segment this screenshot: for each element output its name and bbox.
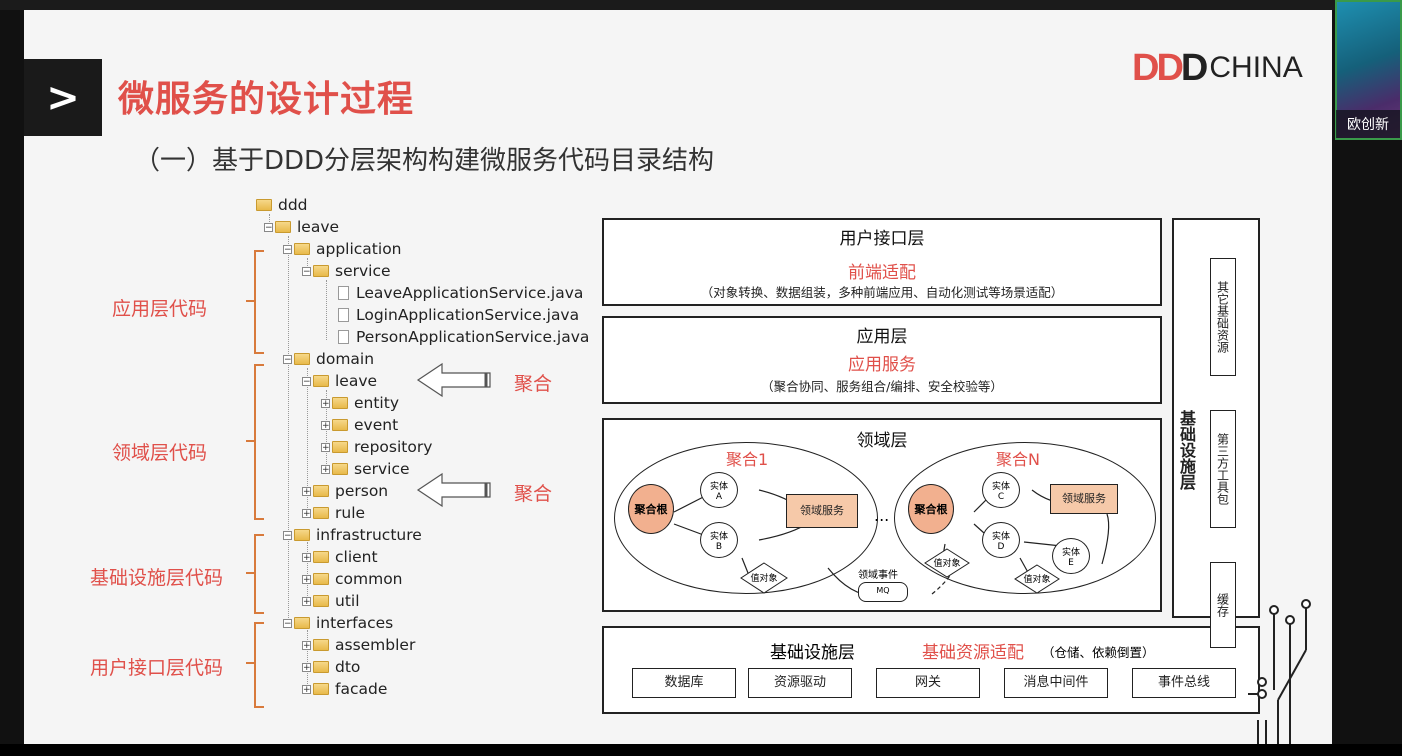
- tree-node-person-app-service[interactable]: PersonApplicationService.java: [338, 328, 589, 346]
- brace-tick: [246, 300, 256, 302]
- label-ui-layer-code: 用户接口层代码: [90, 657, 224, 679]
- tree-node-service[interactable]: −service: [302, 262, 391, 280]
- brace-tick: [246, 572, 256, 574]
- slide-title: 微服务的设计过程: [118, 79, 415, 120]
- domain-service-1: 领域服务: [786, 494, 858, 528]
- tree-node-facade[interactable]: +facade: [302, 680, 388, 698]
- entity-d: 实体 D: [982, 522, 1020, 558]
- domain-layer-title: 领域层: [856, 431, 908, 451]
- tree-node-login-app-service[interactable]: LoginApplicationService.java: [338, 306, 579, 324]
- tree-node-util[interactable]: +util: [302, 592, 360, 610]
- entity-b: 实体 B: [700, 522, 738, 558]
- application-layer: 应用层 应用服务 （聚合协同、服务组合/编排、安全校验等）: [602, 316, 1162, 404]
- tree-guide: [307, 630, 308, 690]
- user-layer-note: （对象转换、数据组装，多种前端应用、自动化测试等场景适配）: [700, 285, 1064, 300]
- tree-node-domain[interactable]: −domain: [283, 350, 375, 368]
- infra-layer-note: （仓储、依赖倒置）: [1042, 645, 1155, 660]
- tree-node-assembler[interactable]: +assembler: [302, 636, 416, 654]
- tree-guide: [288, 236, 289, 626]
- domain-service-n: 领域服务: [1050, 484, 1118, 514]
- aggregate-n-label: 聚合N: [996, 450, 1040, 469]
- aggregate-label-1: 聚合: [514, 373, 553, 395]
- brace-ui: [254, 622, 264, 708]
- side-infra-title: 基础设施层: [1177, 410, 1196, 490]
- chevron-right-icon: >: [24, 59, 102, 136]
- aggregate-root-1: 聚合根: [628, 484, 674, 534]
- tree-node-repository[interactable]: +repository: [321, 438, 433, 456]
- tree-node-application[interactable]: −application: [283, 240, 402, 258]
- slide: > 微服务的设计过程 （一）基于DDD分层架构构建微服务代码目录结构 DDD C…: [24, 10, 1332, 744]
- brace-app: [254, 250, 264, 354]
- tree-node-event[interactable]: +event: [321, 416, 399, 434]
- infra-layer-title: 基础设施层: [770, 643, 855, 663]
- circuit-decoration: [1248, 599, 1311, 744]
- entity-a: 实体 A: [700, 472, 738, 508]
- infra-layer-sub: 基础资源适配: [922, 643, 1024, 663]
- infra-item-database: 数据库: [632, 668, 736, 698]
- aggregate-arrow-2: [416, 472, 491, 508]
- label-domain-layer-code: 领域层代码: [112, 442, 208, 464]
- tree-node-leave-app-service[interactable]: LeaveApplicationService.java: [338, 284, 583, 302]
- user-layer-title: 用户接口层: [839, 229, 925, 249]
- user-layer-sub: 前端适配: [848, 263, 916, 283]
- value-object-3: 值对象: [1014, 564, 1060, 594]
- tree-node-domain-leave[interactable]: −leave: [302, 372, 378, 390]
- domain-event-label: 领域事件: [858, 570, 898, 581]
- ddd-china-logo: DDD CHINA: [1132, 46, 1303, 89]
- side-item-cache: 缓存: [1210, 562, 1236, 648]
- user-interface-layer: 用户接口层 前端适配 （对象转换、数据组装，多种前端应用、自动化测试等场景适配）: [602, 218, 1162, 306]
- tree-node-domain-service[interactable]: +service: [321, 460, 410, 478]
- participant-name: 欧创新: [1336, 110, 1400, 138]
- tree-node-leave[interactable]: −leave: [264, 218, 340, 236]
- side-item-other-resources: 其它基础资源: [1210, 258, 1236, 376]
- app-layer-sub: 应用服务: [848, 355, 916, 375]
- tree-guide: [307, 368, 308, 508]
- value-object-2: 值对象: [924, 548, 970, 578]
- tree-guide: [307, 258, 308, 270]
- bottom-strip: [0, 744, 1402, 756]
- infra-item-gateway: 网关: [876, 668, 980, 698]
- tree-node-person[interactable]: +person: [302, 482, 389, 500]
- side-item-third-party-tools: 第三方工具包: [1210, 410, 1236, 528]
- tree-node-interfaces[interactable]: −interfaces: [283, 614, 394, 632]
- tree-node-common[interactable]: +common: [302, 570, 403, 588]
- app-layer-note: （聚合协同、服务组合/编排、安全校验等）: [761, 379, 1003, 394]
- entity-c: 实体 C: [982, 472, 1020, 508]
- brace-infra: [254, 534, 264, 614]
- ellipsis: ...: [874, 506, 890, 525]
- infra-item-event-bus: 事件总线: [1132, 668, 1236, 698]
- top-strip: [0, 0, 1402, 10]
- tree-node-client[interactable]: +client: [302, 548, 378, 566]
- tree-guide: [269, 214, 270, 226]
- tree-guide: [307, 542, 308, 602]
- label-infra-layer-code: 基础设施层代码: [90, 567, 224, 589]
- infra-item-message-middleware: 消息中间件: [1004, 668, 1108, 698]
- aggregate-label-2: 聚合: [514, 483, 553, 505]
- infra-item-resource-driver: 资源驱动: [748, 668, 852, 698]
- tree-node-ddd[interactable]: ddd: [256, 196, 308, 214]
- brace-tick: [246, 662, 256, 664]
- aggregate-arrow-1: [416, 362, 491, 398]
- slide-subtitle: （一）基于DDD分层架构构建微服务代码目录结构: [134, 146, 715, 176]
- tree-node-dto[interactable]: +dto: [302, 658, 361, 676]
- label-app-layer-code: 应用层代码: [112, 298, 208, 320]
- value-object-1: 值对象: [740, 562, 788, 594]
- tree-node-entity[interactable]: +entity: [321, 394, 399, 412]
- tree-node-rule[interactable]: +rule: [302, 504, 366, 522]
- entity-e: 实体 E: [1052, 538, 1090, 574]
- aggregate-root-n: 聚合根: [908, 484, 954, 534]
- app-layer-title: 应用层: [856, 327, 908, 347]
- tree-node-infrastructure[interactable]: −infrastructure: [283, 526, 422, 544]
- tree-guide: [326, 390, 327, 470]
- brace-tick: [246, 440, 256, 442]
- aggregate-1-label: 聚合1: [726, 450, 769, 469]
- tree-guide: [326, 280, 327, 340]
- mq-cylinder: MQ: [858, 582, 908, 602]
- brace-domain: [254, 364, 264, 520]
